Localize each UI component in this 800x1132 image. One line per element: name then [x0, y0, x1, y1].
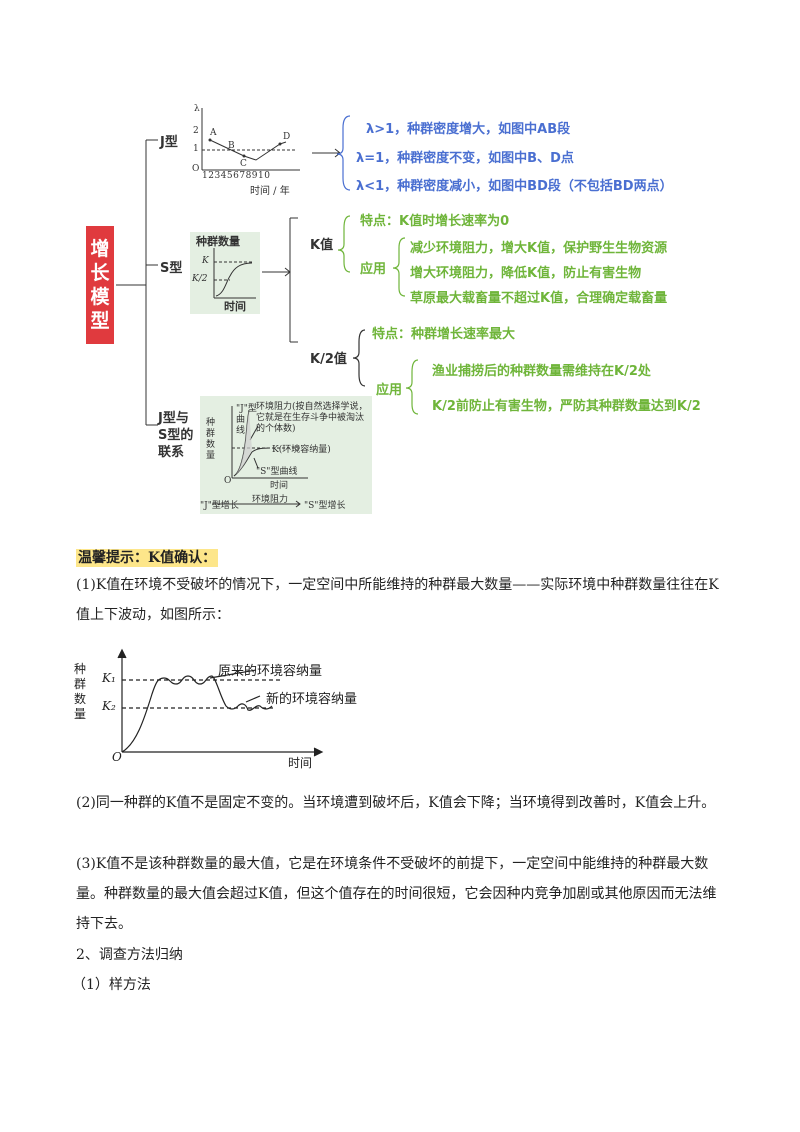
k-fluctuation-graph: [117, 648, 324, 757]
paragraph-2: (2)同一种群的K值不是固定不变的。当环境遭到破坏后，K值会下降；当环境得到改善…: [76, 795, 716, 811]
j-item-1: λ>1，种群密度增大，如图中AB段: [366, 122, 571, 137]
link-x-label: 时间: [270, 481, 289, 491]
tick-2: 2: [193, 126, 199, 136]
point-a: A: [210, 128, 217, 138]
section-2-heading: 2、调查方法归纳: [76, 947, 183, 963]
s-graph-y-label: 种群数量: [196, 235, 240, 248]
x-axis-label: 时间 / 年: [250, 186, 290, 197]
k-apply-1: 减少环境阻力，增大K值，保护野生生物资源: [410, 241, 668, 256]
mind-map-connectors: [116, 115, 419, 426]
k-half-feature: 特点：种群增长速率最大: [372, 327, 516, 342]
link-origin: O: [224, 476, 232, 486]
j-item-3: λ<1，种群密度减小，如图中BD段（不包括BD两点）: [356, 179, 673, 194]
point-c: C: [240, 159, 247, 169]
paragraph-1: (1)K值在环境不受破坏的情况下，一定空间中所能维持的种群最大数量——实际环境中…: [76, 577, 719, 623]
k-half-value-label: K/2值: [310, 352, 347, 367]
link-label: J型与 S型的 联系: [158, 411, 194, 460]
s-graph-k: K: [202, 256, 209, 266]
fig2-origin: O: [112, 750, 122, 764]
flow-mid: 环境阻力: [252, 495, 289, 505]
x-ticks: 12345678910: [202, 171, 271, 181]
j-item-2: λ=1，种群密度不变，如图中B、D点: [356, 151, 574, 166]
j-s-curve-graph: [212, 406, 308, 508]
point-d: D: [283, 132, 291, 142]
fig2-y-label: 种群数量: [74, 662, 87, 721]
s-graph-k-half: K/2: [192, 274, 208, 284]
fig2-k2: K₂: [102, 699, 116, 713]
k-fluctuation-figure: 种群数量 K₁ K₂ O 时间 原来的环境容纳量 新的环境容纳量: [70, 640, 400, 775]
k-apply-3: 草原最大载畜量不超过K值，合理确定载畜量: [410, 291, 668, 306]
s-curve-graph: [213, 248, 256, 299]
k-half-apply-1: 渔业捕捞后的种群数量需维持在K/2处: [432, 364, 651, 379]
j-type-graph: λ 2 1 O A B C D 12345678910 时间 / 年: [188, 104, 310, 197]
origin-label: O: [192, 164, 200, 174]
s-graph-x-label: 时间: [224, 300, 246, 313]
j-curve-label: "J"型曲线: [236, 404, 257, 436]
lambda-axis-label: λ: [194, 104, 200, 114]
k-capacity-label: K(环境容纳量): [272, 445, 331, 455]
tip-title: 温馨提示：K值确认：: [76, 549, 219, 567]
fig2-original-capacity: 原来的环境容纳量: [218, 664, 323, 679]
flow-left: "J"型增长: [200, 501, 239, 511]
link-graph: 种群数量 "J"型曲线 环境阻力(按自然选择学说，它就是在生存斗争中被淘汰的个体…: [200, 396, 372, 514]
k-value-feature: 特点：K值时增长速率为0: [360, 214, 510, 229]
fig2-k1: K₁: [102, 671, 116, 685]
tick-1: 1: [193, 144, 199, 154]
s-type-label: S型: [160, 261, 183, 276]
k-apply-2: 增大环境阻力，降低K值，防止有害生物: [410, 266, 642, 281]
k-value-label: K值: [310, 238, 334, 253]
growth-model-title: 增 长 模 型: [86, 226, 114, 344]
flow-right: "S"型增长: [304, 501, 346, 511]
subsection-1-heading: （1）样方法: [72, 977, 151, 993]
lambda-graph: [201, 108, 300, 171]
s-type-graph: 种群数量 K K/2 时间: [190, 232, 260, 314]
s-curve-label: "S"型曲线: [256, 467, 298, 477]
point-b: B: [228, 141, 235, 151]
paragraph-3: (3)K值不是该种群数量的最大值，它是在环境条件不受破坏的前提下，一定空间中能维…: [76, 856, 717, 932]
j-type-label: J型: [160, 135, 178, 150]
k-half-apply-label: 应用: [376, 383, 403, 398]
k-half-apply-2: K/2前防止有害生物，严防其种群数量达到K/2: [432, 399, 701, 414]
link-y-label: 种群数量: [206, 418, 216, 461]
resistance-label: 环境阻力(按自然选择学说，它就是在生存斗争中被淘汰的个体数): [256, 402, 368, 434]
fig2-new-capacity: 新的环境容纳量: [266, 692, 358, 707]
k-value-apply-label: 应用: [360, 262, 387, 277]
fig2-x-label: 时间: [288, 756, 313, 770]
